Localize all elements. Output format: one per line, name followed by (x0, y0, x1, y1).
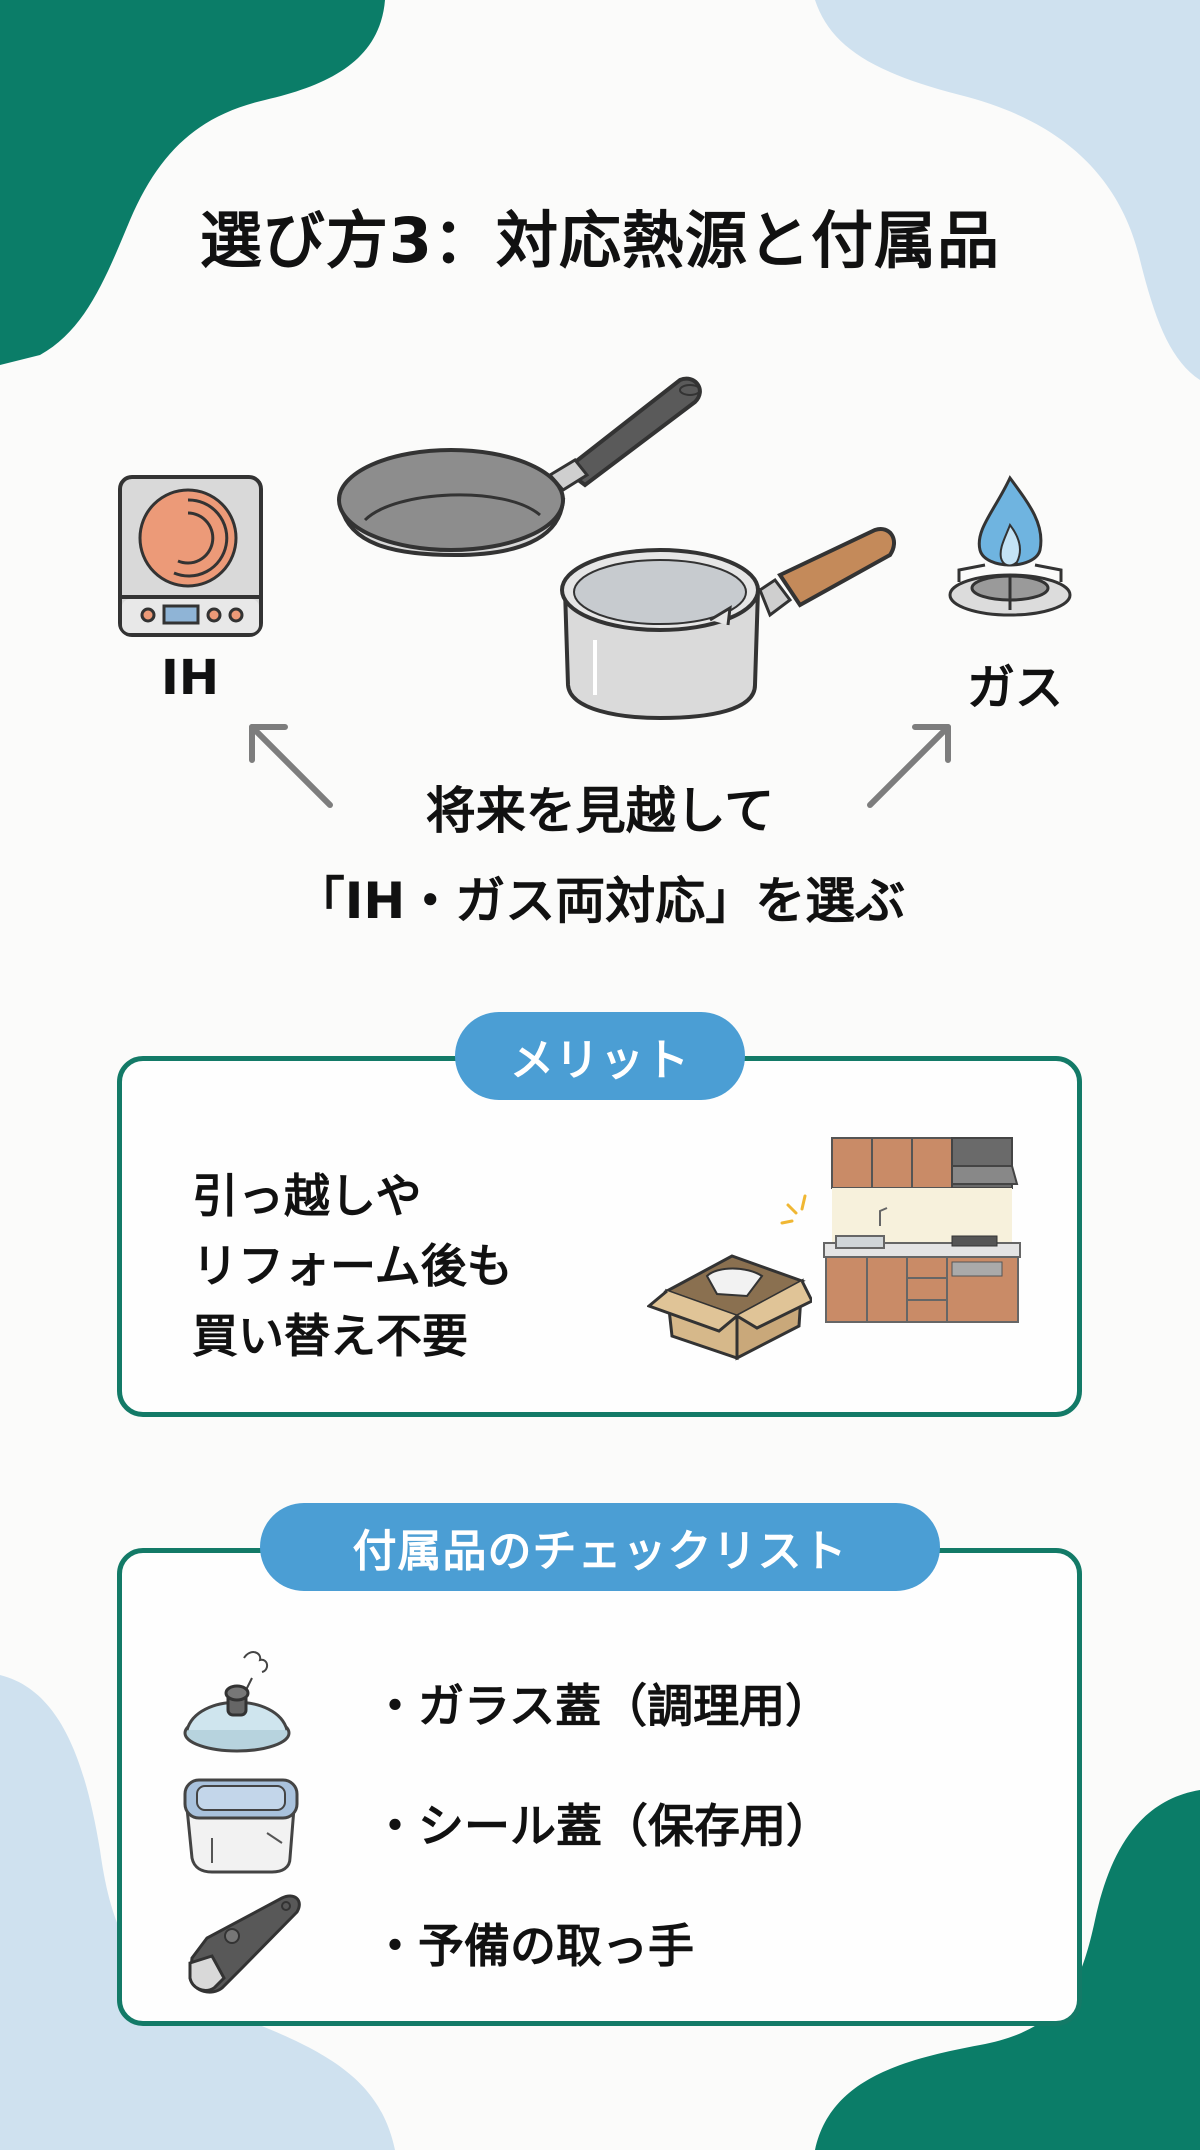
checklist-label: ・ガラス蓋（調理用） (372, 1679, 832, 1733)
milk-pan-icon (560, 527, 896, 720)
checklist-label: ・予備の取っ手 (372, 1919, 694, 1973)
detachable-handle-icon (188, 1894, 301, 1994)
checklist-item-seal-lid: ・シール蓋（保存用） (182, 1768, 832, 1878)
lead-line-1: 将来を見越して (425, 782, 775, 840)
merit-text: 引っ越しや リフォーム後も 買い替え不要 (192, 1161, 513, 1371)
merit-card: 引っ越しや リフォーム後も 買い替え不要 (117, 1056, 1082, 1417)
checklist-label: ・シール蓋（保存用） (372, 1799, 832, 1853)
accessories-badge: 付属品のチェックリスト (260, 1503, 940, 1591)
gas-burner-icon (948, 475, 1072, 617)
merit-line: 買い替え不要 (192, 1309, 468, 1363)
induction-cooktop-icon (118, 475, 263, 637)
kitchen-icon (823, 1137, 1021, 1323)
accessories-card: ・ガラス蓋（調理用） ・シール蓋（保存用） ・予備の取っ手 (117, 1548, 1082, 2026)
lead-line-2: 「IH・ガス両対応」を選ぶ (294, 872, 906, 930)
merit-line: リフォーム後も (192, 1239, 513, 1293)
moving-box-icon (647, 1254, 812, 1361)
frying-pan-icon (337, 376, 702, 558)
page-title: 選び方3：対応熱源と付属品 (199, 204, 1001, 277)
checklist-item-glass-lid: ・ガラス蓋（調理用） (182, 1648, 831, 1758)
merit-badge: メリット (455, 1012, 745, 1100)
sparkle-icon (780, 1194, 807, 1225)
arrow-up-right-icon (867, 724, 951, 808)
gas-label: ガス (966, 660, 1063, 716)
arrow-up-left-icon (249, 724, 333, 808)
checklist-item-spare-handle: ・予備の取っ手 (182, 1888, 694, 1998)
ih-label: IH (160, 650, 220, 706)
merit-line: 引っ越しや (192, 1169, 422, 1223)
seal-lid-container-icon (183, 1778, 299, 1874)
glass-lid-icon (183, 1651, 291, 1753)
